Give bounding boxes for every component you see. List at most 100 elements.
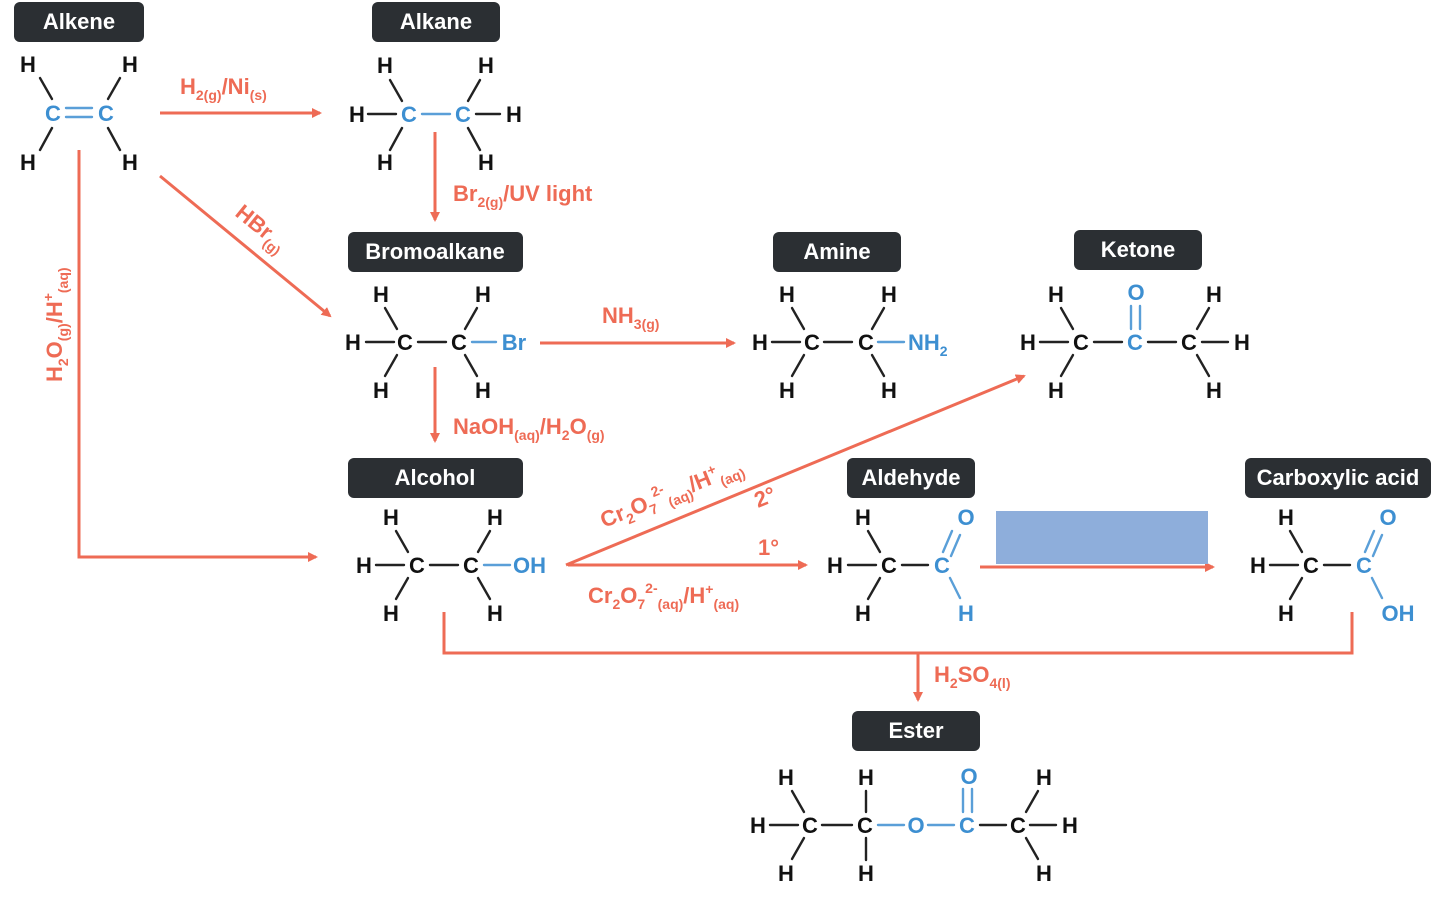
svg-text:Alkane: Alkane xyxy=(400,9,472,34)
svg-text:H: H xyxy=(487,505,503,530)
svg-text:C: C xyxy=(934,553,950,578)
svg-text:Carboxylic acid: Carboxylic acid xyxy=(1257,465,1420,490)
svg-text:H: H xyxy=(1278,505,1294,530)
label-alcohol: Alcohol xyxy=(348,458,523,498)
svg-text:H: H xyxy=(122,52,138,77)
svg-text:H: H xyxy=(958,601,974,626)
svg-text:C: C xyxy=(1127,330,1143,355)
reagent-ammonia: NH3(g) xyxy=(602,303,659,332)
svg-text:C: C xyxy=(959,813,975,838)
svg-text:Alcohol: Alcohol xyxy=(395,465,476,490)
svg-text:C: C xyxy=(858,330,874,355)
svg-text:H: H xyxy=(475,378,491,403)
svg-text:H: H xyxy=(1062,813,1078,838)
arrow-alcohol-to-ketone xyxy=(565,374,1026,567)
ester-structure: H C C O C C H O H H H H H H xyxy=(750,764,1078,886)
svg-text:H: H xyxy=(779,282,795,307)
svg-text:H: H xyxy=(1036,861,1052,886)
svg-text:Br: Br xyxy=(502,330,527,355)
svg-text:H: H xyxy=(377,150,393,175)
svg-text:H: H xyxy=(20,52,36,77)
svg-text:H: H xyxy=(506,102,522,127)
svg-text:H: H xyxy=(1234,330,1250,355)
svg-text:H: H xyxy=(20,150,36,175)
alkene-structure: H H H H C C xyxy=(20,52,138,175)
svg-text:H: H xyxy=(356,553,372,578)
svg-text:H: H xyxy=(750,813,766,838)
svg-text:O: O xyxy=(1127,280,1144,305)
svg-text:H: H xyxy=(478,53,494,78)
svg-text:H: H xyxy=(779,378,795,403)
svg-text:O: O xyxy=(1379,505,1396,530)
svg-text:Bromoalkane: Bromoalkane xyxy=(365,239,504,264)
svg-text:H: H xyxy=(478,150,494,175)
svg-text:H: H xyxy=(858,765,874,790)
amine-structure: H C C NH2 H H H H xyxy=(752,282,948,403)
arrow-alcohol-acid-to-ester-bracket xyxy=(442,612,1354,655)
alcohol-structure: H C C OH H H H H xyxy=(356,505,546,626)
svg-text:H: H xyxy=(778,765,794,790)
svg-text:Ester: Ester xyxy=(888,718,943,743)
svg-text:H: H xyxy=(349,102,365,127)
label-aldehyde: Aldehyde xyxy=(847,458,975,498)
label-amine: Amine xyxy=(773,232,901,272)
amine-nh2: NH2 xyxy=(908,330,948,359)
reagent-hydration: H2O(g)/H+(aq) xyxy=(40,267,71,382)
svg-text:H: H xyxy=(1250,553,1266,578)
alkane-structure: H C C H H H H H xyxy=(349,53,522,175)
svg-text:C: C xyxy=(397,330,413,355)
svg-text:C: C xyxy=(45,101,61,126)
svg-text:O: O xyxy=(957,505,974,530)
svg-text:C: C xyxy=(463,553,479,578)
svg-text:H: H xyxy=(1048,378,1064,403)
label-ketone: Ketone xyxy=(1074,230,1202,270)
svg-text:H: H xyxy=(881,378,897,403)
svg-text:C: C xyxy=(455,102,471,127)
svg-text:H: H xyxy=(1206,282,1222,307)
svg-text:C: C xyxy=(1181,330,1197,355)
svg-text:Alkene: Alkene xyxy=(43,9,115,34)
svg-text:C: C xyxy=(409,553,425,578)
bromoalkane-structure: H C C Br H H H H xyxy=(345,282,527,403)
svg-text:Ketone: Ketone xyxy=(1101,237,1176,262)
svg-text:O: O xyxy=(907,813,924,838)
reagent-hydrolysis: NaOH(aq)/H2O(g) xyxy=(453,414,605,443)
arrow-alkene-to-bromoalkane xyxy=(159,174,332,318)
svg-text:H: H xyxy=(1048,282,1064,307)
svg-text:H: H xyxy=(383,505,399,530)
svg-text:C: C xyxy=(1356,553,1372,578)
carboxylic-acid-structure: H C C O OH H H xyxy=(1250,505,1414,626)
svg-text:O: O xyxy=(960,764,977,789)
svg-text:H: H xyxy=(752,330,768,355)
svg-text:H: H xyxy=(858,861,874,886)
label-bromoalkane: Bromoalkane xyxy=(348,232,523,272)
reagent-degree-primary: 1° xyxy=(758,535,779,560)
svg-text:C: C xyxy=(401,102,417,127)
svg-text:H: H xyxy=(377,53,393,78)
svg-text:C: C xyxy=(1303,553,1319,578)
hidden-reagent-box xyxy=(996,511,1208,564)
svg-text:H: H xyxy=(1278,601,1294,626)
svg-text:H: H xyxy=(855,601,871,626)
svg-text:Amine: Amine xyxy=(803,239,870,264)
svg-text:H: H xyxy=(881,282,897,307)
svg-text:C: C xyxy=(802,813,818,838)
aldehyde-structure: H C C O H H H xyxy=(827,505,975,626)
reagent-oxidation-primary: Cr2O72-(aq)/H+(aq) xyxy=(588,580,739,612)
svg-text:H: H xyxy=(827,553,843,578)
label-alkene: Alkene xyxy=(14,2,144,42)
reagent-hbr: HBr(g) xyxy=(228,199,292,258)
arrow-alkene-to-alcohol xyxy=(77,150,318,562)
svg-text:H: H xyxy=(383,601,399,626)
svg-text:C: C xyxy=(98,101,114,126)
svg-text:H: H xyxy=(1206,378,1222,403)
svg-text:H: H xyxy=(475,282,491,307)
label-ester: Ester xyxy=(852,711,980,751)
svg-text:H: H xyxy=(487,601,503,626)
svg-text:C: C xyxy=(804,330,820,355)
svg-text:H: H xyxy=(778,861,794,886)
svg-text:OH: OH xyxy=(1382,601,1415,626)
svg-text:C: C xyxy=(881,553,897,578)
reagent-hydrogenation: H2(g)/Ni(s) xyxy=(180,74,267,103)
